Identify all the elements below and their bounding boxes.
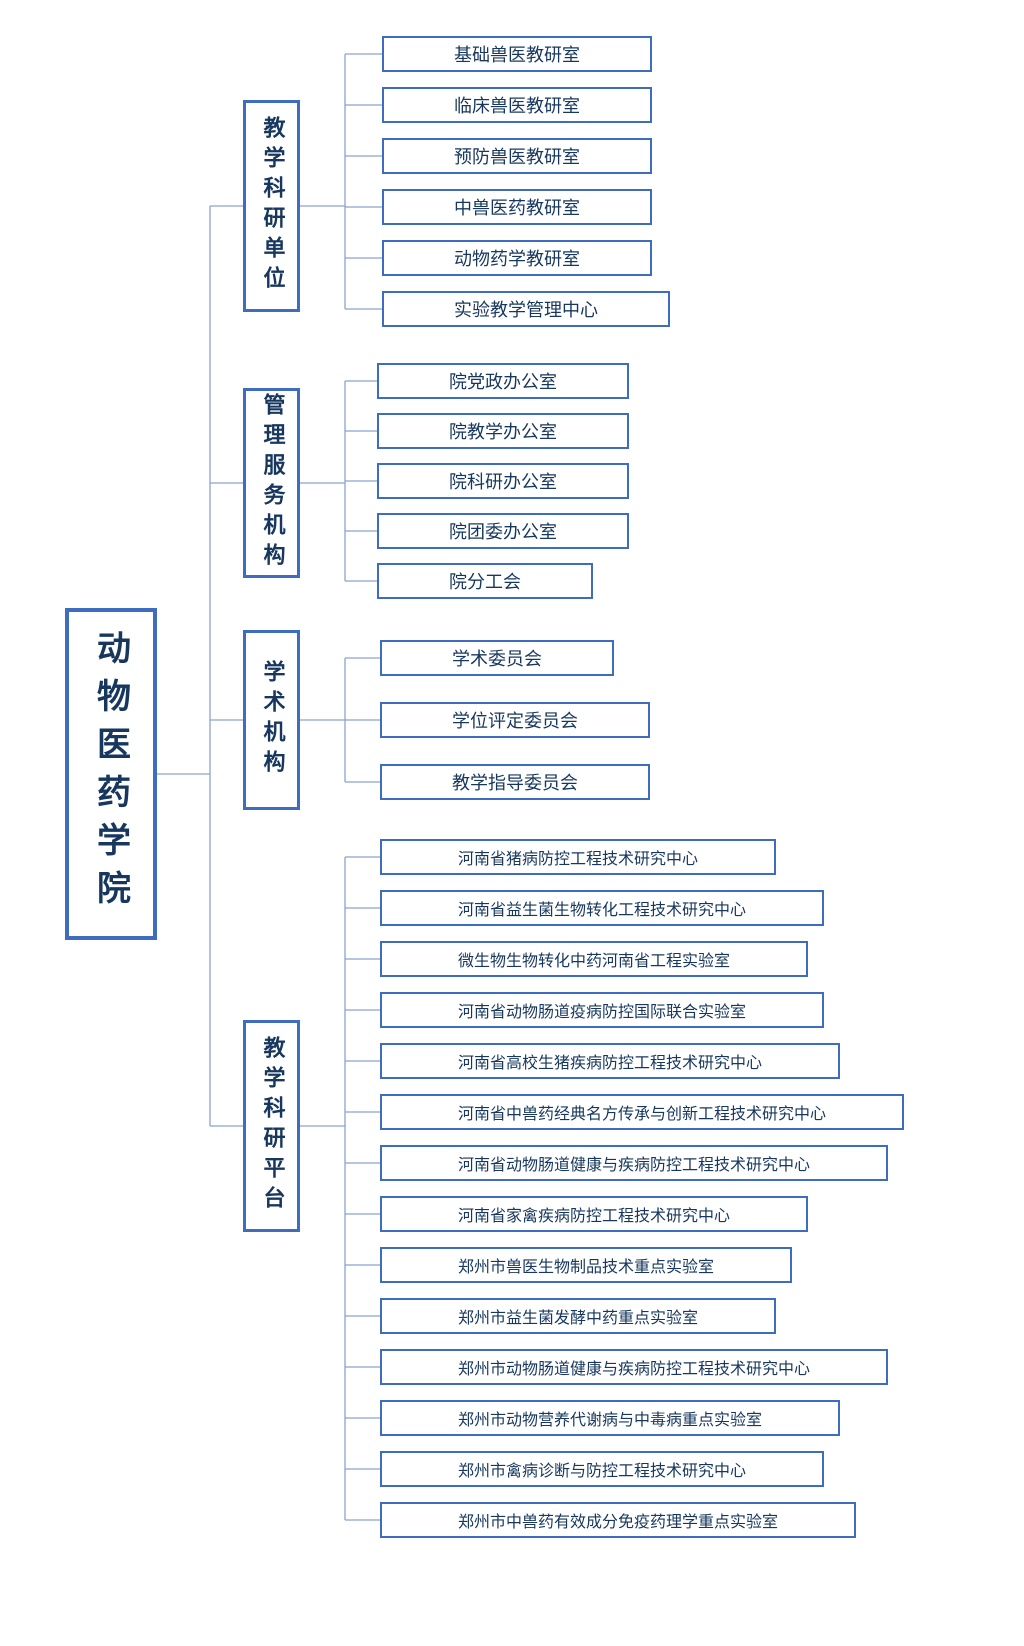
org-node: 学位评定委员会 [380, 702, 650, 738]
org-node: 河南省猪病防控工程技术研究中心 [380, 839, 777, 875]
org-node: 河南省益生菌生物转化工程技术研究中心 [380, 890, 825, 926]
org-node: 动物药学教研室 [382, 240, 652, 276]
org-node: 微生物生物转化中药河南省工程实验室 [380, 941, 809, 977]
academic-list: 学术委员会学位评定委员会教学指导委员会 [380, 640, 650, 800]
org-node: 基础兽医教研室 [382, 36, 652, 72]
branch-platforms: 教学科研平台 [243, 1020, 300, 1232]
org-node: 院分工会 [377, 563, 593, 599]
org-node: 郑州市兽医生物制品技术重点实验室 [380, 1247, 793, 1283]
branch-teaching-research-units: 教学科研单位 [243, 100, 300, 312]
org-node: 实验教学管理中心 [382, 291, 670, 327]
org-node: 郑州市中兽药有效成分免疫药理学重点实验室 [380, 1502, 857, 1538]
org-node: 郑州市禽病诊断与防控工程技术研究中心 [380, 1451, 825, 1487]
org-node: 学术委员会 [380, 640, 614, 676]
org-node: 院团委办公室 [377, 513, 629, 549]
org-node: 院党政办公室 [377, 363, 629, 399]
branch-academic: 学术机构 [243, 630, 300, 810]
org-node: 河南省家禽疾病防控工程技术研究中心 [380, 1196, 809, 1232]
org-node: 河南省高校生猪疾病防控工程技术研究中心 [380, 1043, 841, 1079]
org-node: 郑州市动物肠道健康与疾病防控工程技术研究中心 [380, 1349, 889, 1385]
org-node: 临床兽医教研室 [382, 87, 652, 123]
org-node: 河南省动物肠道疫病防控国际联合实验室 [380, 992, 825, 1028]
org-node: 中兽医药教研室 [382, 189, 652, 225]
org-node: 河南省动物肠道健康与疾病防控工程技术研究中心 [380, 1145, 889, 1181]
org-node: 郑州市动物营养代谢病与中毒病重点实验室 [380, 1400, 841, 1436]
org-node: 郑州市益生菌发酵中药重点实验室 [380, 1298, 777, 1334]
management-service-list: 院党政办公室院教学办公室院科研办公室院团委办公室院分工会 [377, 363, 629, 599]
root-node: 动物医药学院 [65, 608, 157, 940]
platforms-list: 河南省猪病防控工程技术研究中心河南省益生菌生物转化工程技术研究中心微生物生物转化… [380, 839, 905, 1538]
org-node: 院科研办公室 [377, 463, 629, 499]
branch-management-service: 管理服务机构 [243, 388, 300, 578]
org-node: 河南省中兽药经典名方传承与创新工程技术研究中心 [380, 1094, 905, 1130]
org-node: 教学指导委员会 [380, 764, 650, 800]
org-node: 预防兽医教研室 [382, 138, 652, 174]
teaching-research-units-list: 基础兽医教研室临床兽医教研室预防兽医教研室中兽医药教研室动物药学教研室实验教学管… [382, 36, 670, 327]
org-node: 院教学办公室 [377, 413, 629, 449]
